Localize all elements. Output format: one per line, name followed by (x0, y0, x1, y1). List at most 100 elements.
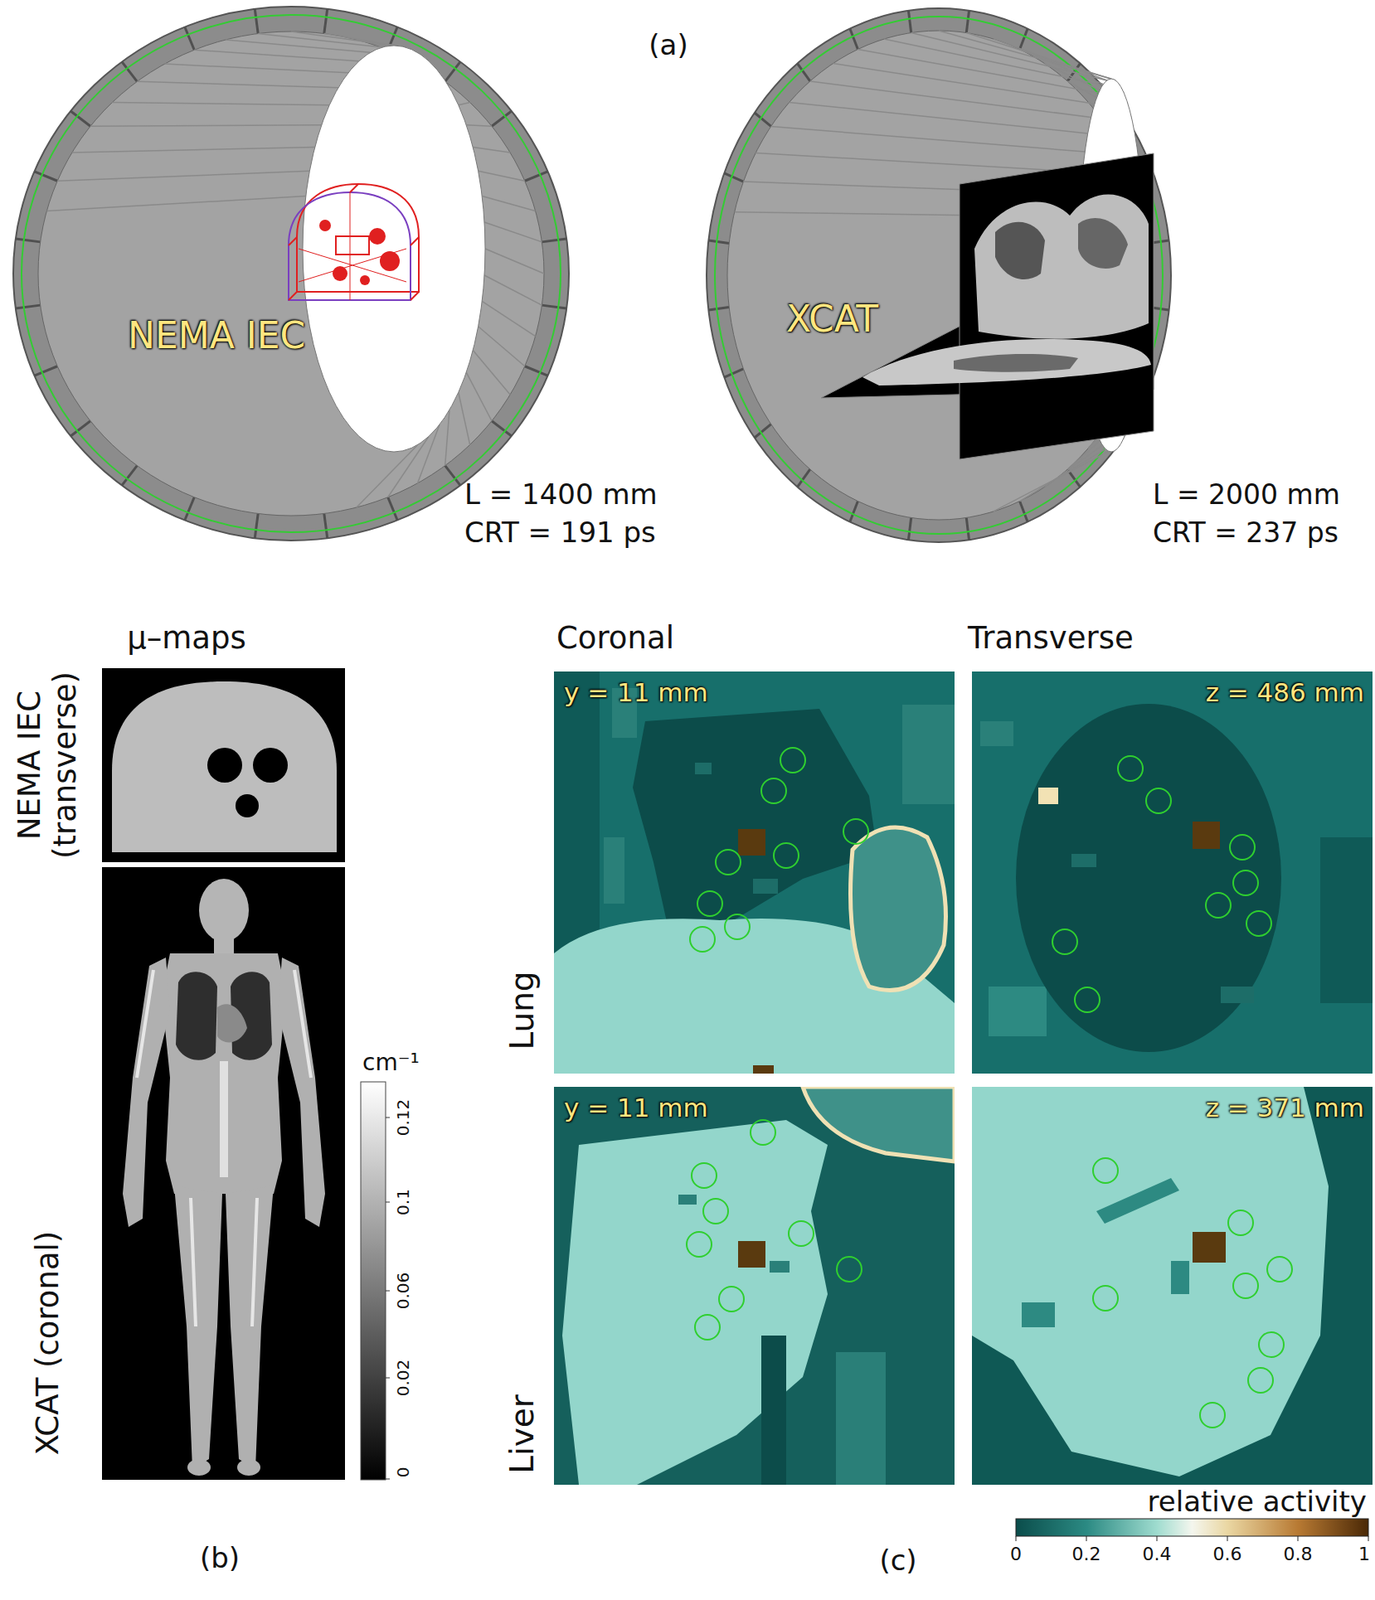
liver-coronal-image (769, 1261, 790, 1273)
tick-label: 0.6 (1213, 1544, 1243, 1565)
lung-transverse-image (1220, 986, 1254, 1004)
lung-coronal-image (715, 850, 741, 875)
module-gap (70, 421, 91, 437)
lung-coronal-image (753, 1065, 774, 1074)
lung-coronal-image (553, 671, 955, 1074)
xcat-mu-map (102, 867, 390, 1481)
unit-label: cm⁻¹ (362, 1049, 420, 1077)
row-heading: NEMA IEC (transverse) (12, 668, 83, 864)
nema-phantom (335, 236, 370, 255)
xcat-mu-map (277, 957, 326, 1228)
lung-coronal-image (753, 879, 778, 894)
tick-label: 0 (1010, 1544, 1022, 1565)
bore-stripe (445, 409, 450, 466)
lung-coronal-image (850, 827, 947, 991)
module-gap (708, 240, 729, 244)
xcat-mu-map (161, 953, 287, 1195)
module-gap (966, 10, 969, 34)
bore-stripe (466, 372, 492, 422)
nema-mu-map (207, 748, 243, 783)
liver-coronal-image (788, 1221, 814, 1247)
bore-stripe (478, 326, 525, 367)
bore-stripe (57, 170, 310, 181)
module-gap (524, 171, 549, 181)
nema-phantom (410, 291, 419, 301)
module-gap (324, 9, 328, 35)
row-heading: Lung (504, 971, 542, 1050)
bore-stripe (993, 38, 1120, 86)
bore-stripe (136, 81, 339, 88)
liver-coronal-image (553, 1087, 955, 1486)
bore-opening (302, 45, 486, 452)
liver-coronal-image (738, 1241, 766, 1269)
xcat-mu-map (385, 1117, 390, 1480)
lung-coronal-image (553, 671, 955, 1074)
bore-stripe (225, 39, 370, 53)
module-gap (541, 305, 567, 309)
scanner-ring (706, 8, 1171, 543)
lung-coronal-image (843, 819, 869, 845)
bore-stripe (789, 102, 1089, 133)
module-gap (184, 497, 195, 521)
scanner-ring (13, 6, 569, 541)
xcat-slices (959, 153, 1154, 460)
lung-coronal-image (694, 762, 712, 775)
module-gap (184, 27, 195, 51)
liver-transverse-image (1228, 1210, 1254, 1236)
module-gap (445, 62, 461, 83)
panel-letter: (b) (199, 1542, 240, 1575)
lung-transverse-image (971, 671, 1373, 1074)
nema-mu-map (102, 668, 345, 863)
liver-transverse-image (1096, 1178, 1180, 1225)
module-gap (850, 501, 859, 523)
front-ring (21, 14, 561, 533)
liver-transverse-image (1267, 1257, 1293, 1283)
xcat-mu-map (237, 1459, 261, 1477)
nema-phantom (349, 184, 359, 193)
liver-coronal-image (750, 1120, 776, 1146)
bore-stripe (484, 222, 542, 243)
xcat-mu-map (174, 1185, 223, 1470)
tick-label: 1 (1358, 1544, 1371, 1565)
bore-stripe (90, 125, 322, 127)
module-gap (491, 421, 512, 437)
bore-stripe (833, 63, 1096, 105)
scanner-spec: L = 2000 mm (1152, 479, 1341, 511)
xcat-mu-map (217, 1004, 248, 1043)
module-gap (850, 29, 859, 50)
lung-coronal-image (689, 927, 715, 953)
nema-phantom (359, 275, 370, 286)
bore-stripe (938, 30, 1112, 79)
tick-label: 0.1 (393, 1189, 413, 1216)
front-ring (714, 16, 1163, 535)
module-gap (15, 238, 41, 243)
nema-phantom (288, 192, 411, 301)
lung-transverse-image (1320, 837, 1373, 1004)
liver-coronal-image (553, 1087, 955, 1486)
bore-stripe (993, 445, 1120, 512)
module-gap (388, 497, 398, 521)
bore-wall (38, 31, 545, 516)
lung-transverse-image (1229, 835, 1255, 860)
lung-transverse-image (971, 671, 1373, 1074)
lung-coronal-image (780, 748, 806, 773)
tick-label: 0.2 (1072, 1544, 1102, 1565)
lung-transverse-image (988, 986, 1047, 1037)
activity-colorbar (1015, 1519, 1369, 1537)
module-gap (908, 517, 911, 540)
bore-stripe (481, 301, 535, 336)
lung-transverse-image (1192, 821, 1220, 850)
bore-stripe (111, 102, 330, 106)
activity-colorbar (1015, 1519, 1369, 1542)
nema-mu-map (235, 794, 259, 818)
module-gap (524, 366, 549, 376)
module-gap (121, 62, 137, 83)
module-gap (254, 9, 258, 35)
nema-mu-map (111, 681, 337, 853)
xcat-mu-map (360, 1082, 386, 1481)
liver-coronal-image (836, 1257, 862, 1283)
module-gap (723, 173, 744, 182)
bore-stripe (466, 125, 492, 127)
module-gap (445, 466, 461, 486)
module-gap (1020, 29, 1029, 50)
